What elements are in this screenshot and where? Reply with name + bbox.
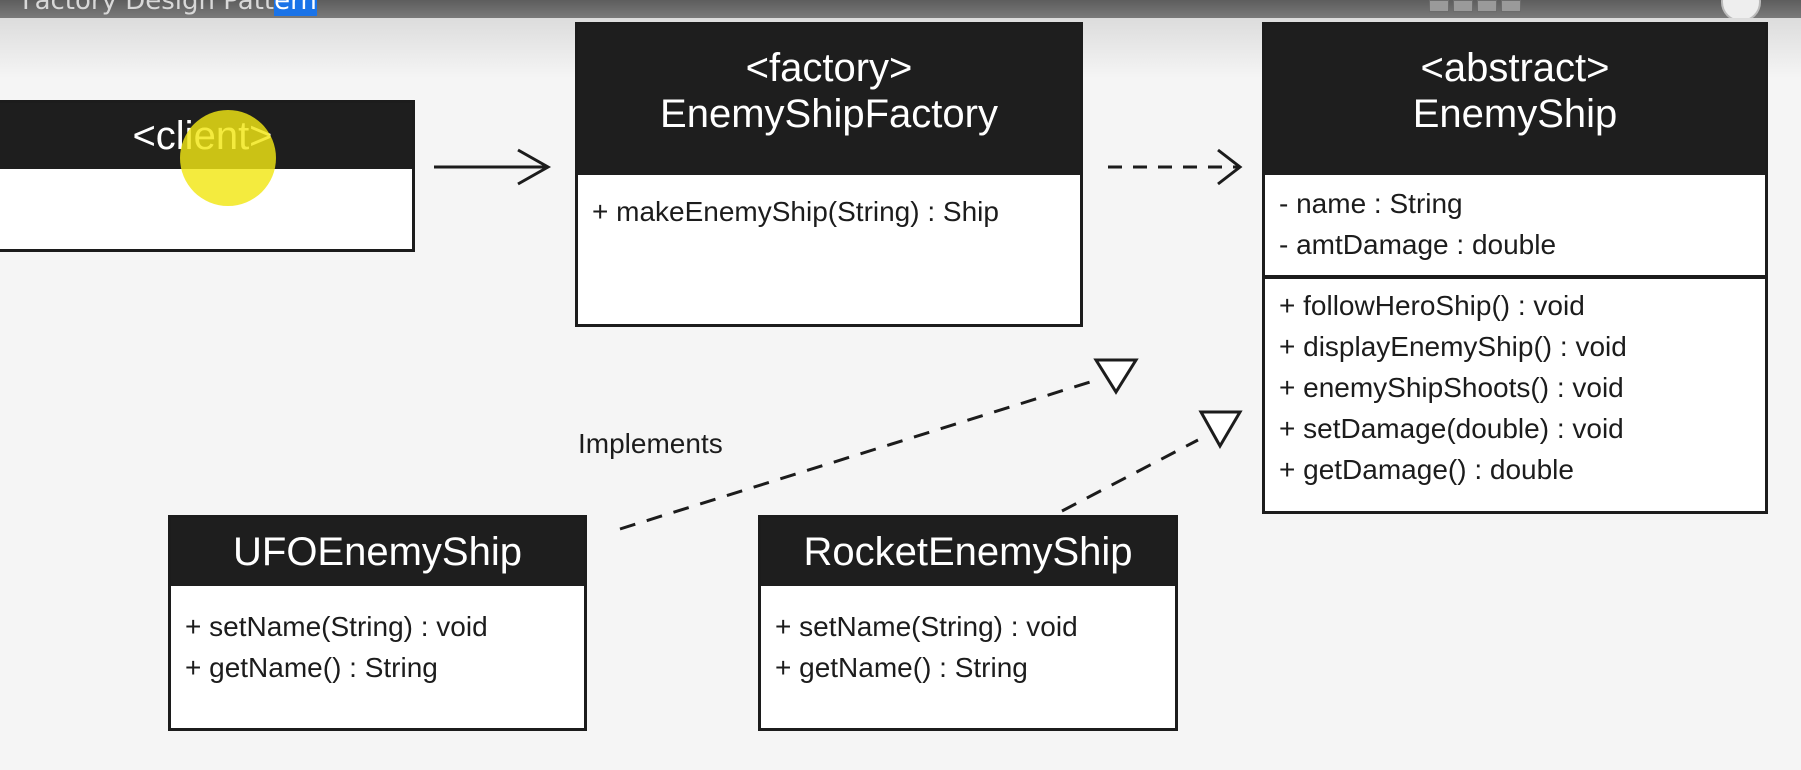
toolbar-button[interactable] [1477, 0, 1497, 12]
factory-class-name: EnemyShipFactory [660, 92, 998, 136]
factory-class-header: <factory> EnemyShipFactory [578, 25, 1080, 175]
window-title-text: Factory Design Patt [22, 0, 275, 16]
factory-methods: + makeEnemyShip(String) : Ship [578, 175, 1080, 242]
rocket-class-name: RocketEnemyShip [803, 530, 1133, 574]
ufo-methods: + setName(String) : void + getName() : S… [171, 586, 584, 698]
method-row: + setName(String) : void [185, 611, 488, 642]
factory-stereotype: <factory> [745, 46, 913, 90]
attribute-row: - amtDamage : double [1279, 229, 1557, 260]
ufo-class-name: UFOEnemyShip [233, 530, 522, 574]
method-row: + setName(String) : void [775, 611, 1078, 642]
method-row: + followHeroShip() : void [1279, 290, 1585, 321]
factory-class-box: <factory> EnemyShipFactory + makeEnemySh… [575, 22, 1083, 327]
rocket-methods: + setName(String) : void + getName() : S… [761, 586, 1175, 698]
method-row: + setDamage(double) : void [1279, 413, 1624, 444]
window-title: Factory Design Pattern [22, 0, 317, 16]
rocket-class-box: RocketEnemyShip + setName(String) : void… [758, 515, 1178, 731]
abstract-class-box: <abstract> EnemyShip - name : String - a… [1262, 22, 1768, 514]
toolbar-button[interactable] [1453, 0, 1473, 12]
window-toolbar-controls[interactable] [1429, 0, 1521, 12]
method-row: + displayEnemyShip() : void [1279, 331, 1627, 362]
method-row: + enemyShipShoots() : void [1279, 372, 1624, 403]
attribute-row: - name : String [1279, 188, 1463, 219]
rocket-class-header: RocketEnemyShip [761, 518, 1175, 586]
toolbar-button[interactable] [1429, 0, 1449, 12]
method-row: + getName() : String [185, 652, 438, 683]
abstract-methods: + followHeroShip() : void + displayEnemy… [1265, 279, 1765, 496]
abstract-attributes: - name : String - amtDamage : double [1265, 175, 1765, 279]
method-row: + getName() : String [775, 652, 1028, 683]
cursor-highlight [180, 110, 276, 206]
window-title-bar: Factory Design Pattern [0, 0, 1801, 22]
factory-method: + makeEnemyShip(String) : Ship [592, 196, 999, 227]
abstract-stereotype: <abstract> [1420, 46, 1610, 90]
window-title-highlight: ern [274, 0, 317, 16]
toolbar-button[interactable] [1501, 0, 1521, 12]
ufo-class-header: UFOEnemyShip [171, 518, 584, 586]
abstract-class-name: EnemyShip [1412, 92, 1618, 136]
method-row: + getDamage() : double [1279, 454, 1574, 485]
ufo-class-box: UFOEnemyShip + setName(String) : void + … [168, 515, 587, 731]
abstract-class-header: <abstract> EnemyShip [1265, 25, 1765, 175]
implements-label: Implements [578, 428, 723, 459]
